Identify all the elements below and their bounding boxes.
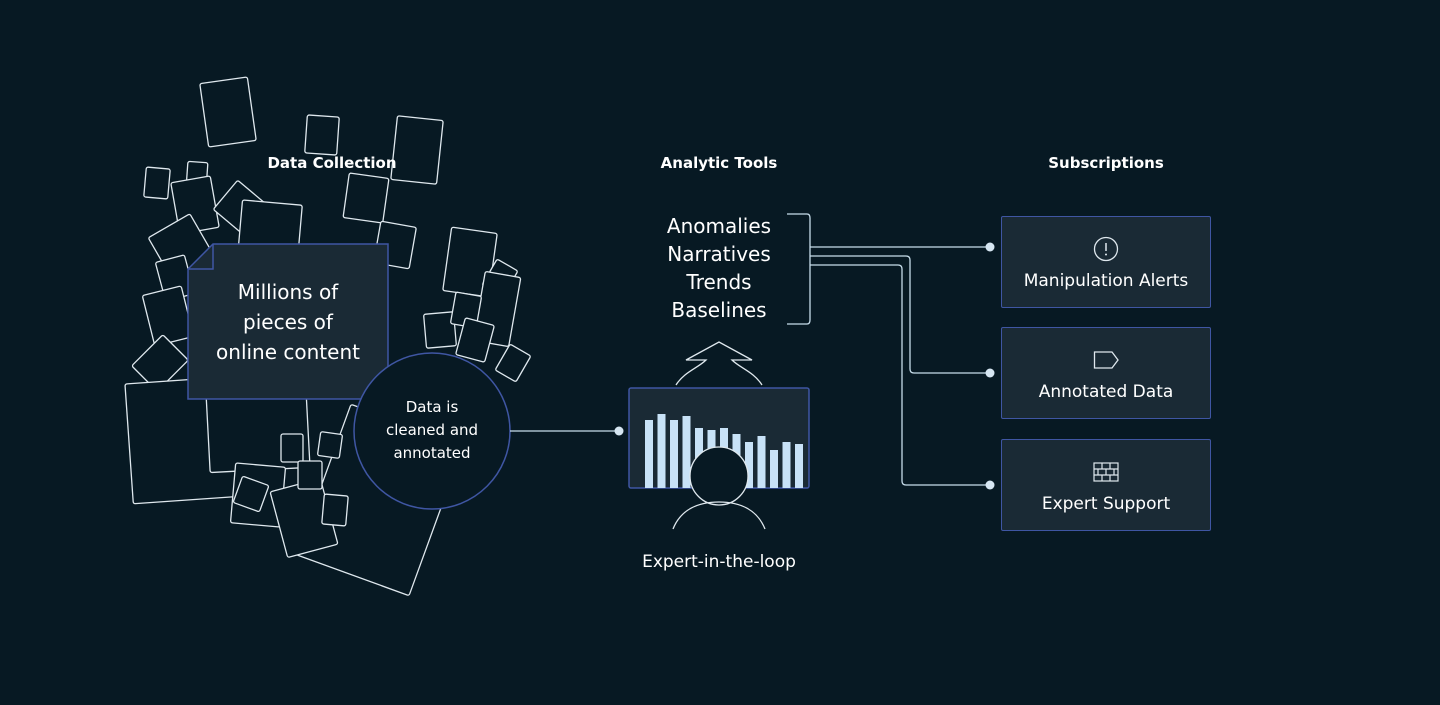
tool-item-trends: Trends: [686, 270, 752, 294]
connector-dots: [985, 242, 995, 490]
bar-icon-column: [782, 442, 791, 488]
tools-bracket: [787, 213, 811, 325]
document-shape: [143, 166, 171, 200]
bar-icon-column: [770, 450, 778, 488]
subscription-label: Expert Support: [1041, 494, 1171, 514]
bar-icon-column: [745, 442, 753, 488]
analytic-tools-list: Anomalies Narratives Trends Baselines: [630, 212, 808, 324]
bar-icon-column: [657, 414, 666, 488]
bar-icon-column: [645, 420, 653, 488]
subscription-label: Annotated Data: [1038, 382, 1174, 402]
content-card-line: pieces of: [243, 309, 333, 334]
document-shape: [321, 493, 349, 527]
document-shape: [232, 475, 270, 513]
bar-icon-column: [670, 420, 678, 488]
cleaning-line: Data is: [405, 398, 459, 416]
subscription-label: Manipulation Alerts: [1023, 271, 1189, 291]
expert-in-the-loop-label: Expert-in-the-loop: [642, 552, 796, 572]
tool-item-narratives: Narratives: [667, 242, 771, 266]
cleaning-line: cleaned and: [385, 421, 479, 439]
cleaning-text: Data is cleaned and annotated: [362, 396, 502, 465]
tool-item-anomalies: Anomalies: [666, 214, 772, 238]
connector-clean-to-tools: [510, 426, 624, 436]
up-arrow: [675, 341, 763, 386]
bar-icon-column: [795, 444, 803, 488]
content-card-line: Millions of: [237, 279, 339, 304]
bar-icon-column: [757, 436, 766, 488]
tag-icon: [1093, 351, 1119, 369]
content-card-shape: [187, 243, 389, 400]
subscription-card-annotated-data: Annotated Data: [1001, 327, 1211, 419]
expert-person-icon: [672, 446, 766, 530]
document-shape: [199, 76, 257, 148]
subscription-card-expert-support: Expert Support: [1001, 439, 1211, 531]
subscription-card-manipulation-alerts: Manipulation Alerts: [1001, 216, 1211, 308]
document-shape: [317, 431, 343, 459]
bar-icon-column: [682, 416, 691, 488]
brick-wall-icon: [1093, 462, 1119, 482]
document-shape: [304, 114, 340, 156]
tool-item-baselines: Baselines: [671, 298, 767, 322]
analytic-tools-heading: Analytic Tools: [660, 154, 778, 172]
document-shape: [131, 334, 189, 392]
alert-icon: [1093, 236, 1119, 262]
subscriptions-heading: Subscriptions: [1048, 154, 1164, 172]
subscription-connectors: [810, 246, 988, 486]
data-collection-heading: Data Collection: [267, 154, 397, 172]
content-card-text: Millions of pieces of online content: [188, 244, 388, 399]
document-shape: [495, 344, 531, 382]
document-shape: [280, 433, 304, 463]
document-shape: [342, 172, 390, 224]
document-shape: [455, 317, 495, 363]
document-shape: [297, 460, 323, 490]
cleaning-line: annotated: [393, 444, 471, 462]
document-shape: [390, 115, 444, 185]
content-card-line: online content: [216, 339, 360, 364]
document-shape: [423, 311, 457, 349]
